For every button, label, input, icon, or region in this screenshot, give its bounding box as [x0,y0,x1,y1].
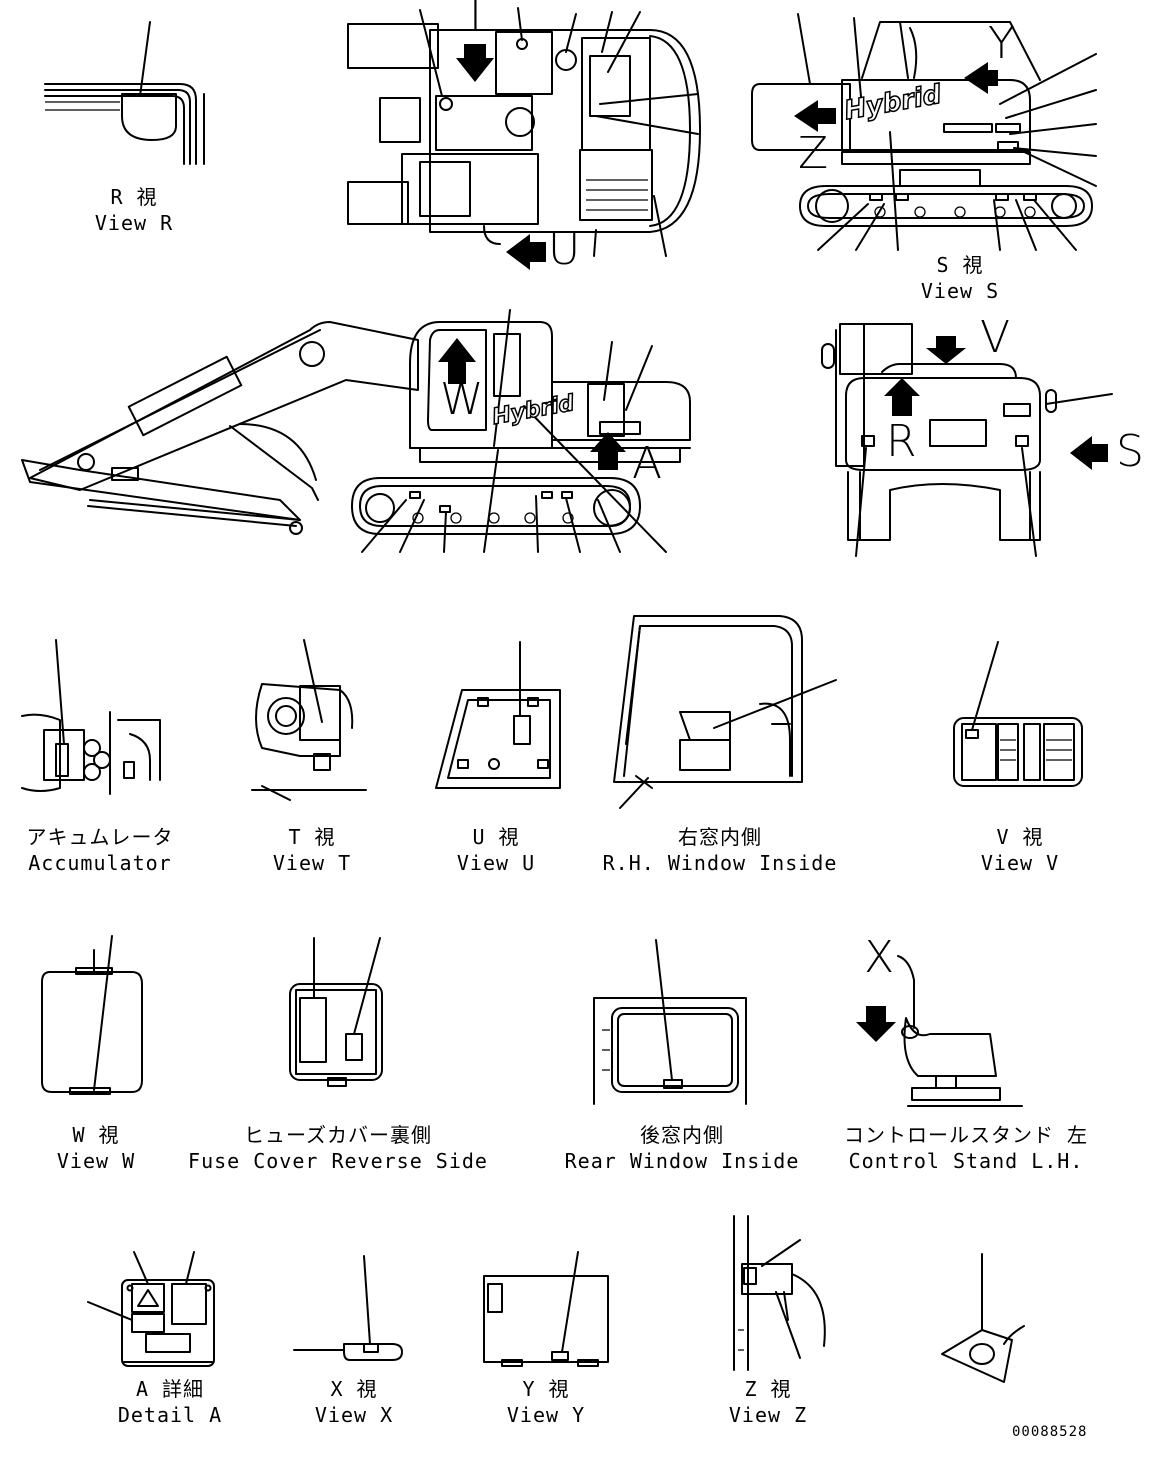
marker-z: Z [798,128,829,179]
accumulator-figure [21,639,161,795]
ring-tag-figure [941,1253,1025,1383]
caption-detail-a: A 詳細 Detail A [117,1377,223,1427]
top-view-figure [347,7,701,270]
view-u-figure [435,641,561,789]
caption-fuse-cover-reverse-side: ヒューズカバー裏側 Fuse Cover Reverse Side [188,1123,488,1173]
view-w-figure [41,935,143,1095]
caption-view-t: T 視 View T [272,825,352,875]
caption-view-s: S 視 View S [920,253,1000,303]
marker-u: U [548,224,581,275]
caption-view-w: W 視 View W [56,1123,136,1173]
caption-control-stand-lh: コントロールスタンド 左 Control Stand L.H. [843,1123,1089,1173]
detail-a-figure [87,1251,215,1367]
view-s-figure [751,13,1097,251]
marker-a: A [632,438,663,489]
view-t-figure [251,639,367,801]
view-x-figure [293,1255,403,1361]
left-side-view-figure [21,309,691,553]
caption-accumulator: アキュムレータ Accumulator [26,825,174,875]
rh-window-inside-figure [613,615,837,809]
caption-view-z: Z 視 View Z [728,1377,808,1427]
marker-v: V [980,312,1011,363]
caption-view-u: U 視 View U [456,825,536,875]
view-r-figure [44,21,205,165]
fuse-cover-reverse-figure [289,937,383,1087]
view-y-figure [483,1251,609,1367]
rear-window-inside-figure [593,939,747,1105]
marker-x: X [864,932,895,983]
marker-r: R [886,416,917,467]
caption-view-r: R 視 View R [94,185,174,235]
marker-y: Y [988,18,1015,69]
caption-rear-window-inside: 後窓内側 Rear Window Inside [564,1123,800,1173]
caption-view-x: X 視 View X [314,1377,394,1427]
control-stand-lh-figure [856,955,1023,1107]
caption-rh-window-inside: 右窓内側 R.H. Window Inside [602,825,838,875]
caption-view-y: Y 視 View Y [506,1377,586,1427]
marker-s: S [1116,426,1144,477]
view-v-detail-figure [953,641,1083,787]
marker-w: W [440,374,484,425]
view-z-figure [733,1215,826,1371]
caption-view-v: V 視 View V [980,825,1060,875]
view-v-rear-figure [821,323,1113,557]
marker-t: T [462,0,489,41]
drawing-number: 00088528 [1012,1424,1088,1440]
